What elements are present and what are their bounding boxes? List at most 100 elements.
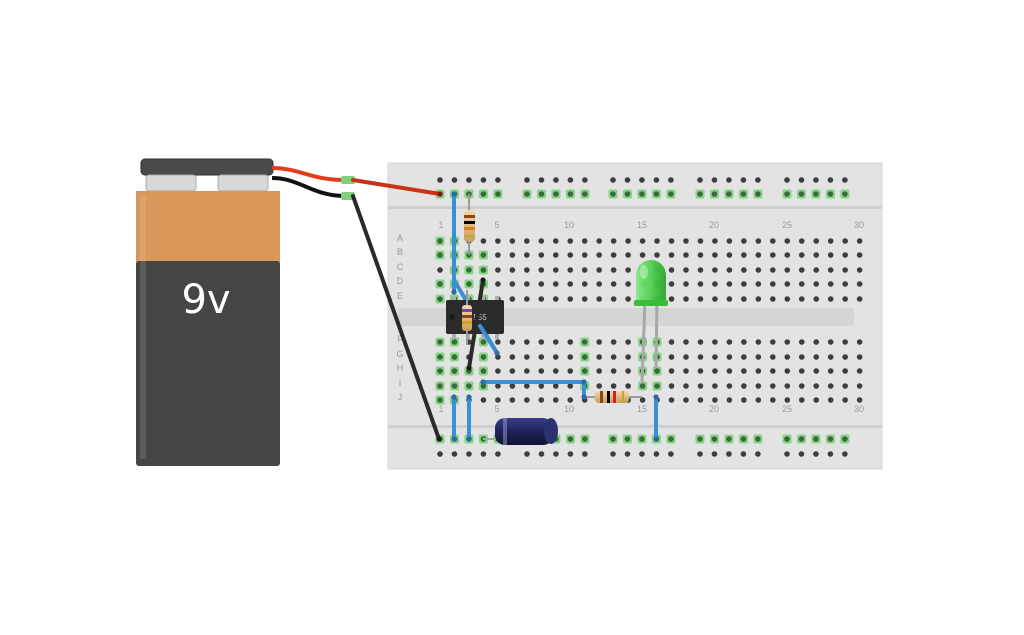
breadboard-hole[interactable]	[653, 191, 660, 197]
breadboard-hole[interactable]	[567, 368, 574, 374]
breadboard-hole[interactable]	[784, 252, 791, 258]
breadboard-hole[interactable]	[683, 252, 689, 258]
breadboard-hole[interactable]	[639, 436, 645, 442]
breadboard-hole[interactable]	[437, 267, 443, 273]
breadboard-hole[interactable]	[798, 267, 805, 273]
breadboard-hole[interactable]	[712, 339, 718, 345]
breadboard-hole[interactable]	[798, 339, 805, 345]
breadboard-hole[interactable]	[567, 451, 574, 457]
breadboard-hole[interactable]	[596, 368, 602, 374]
breadboard-hole[interactable]	[639, 383, 646, 389]
breadboard-hole[interactable]	[842, 252, 848, 258]
breadboard-hole[interactable]	[668, 339, 675, 345]
breadboard-hole[interactable]	[683, 354, 689, 360]
breadboard-hole[interactable]	[798, 436, 805, 442]
breadboard-hole[interactable]	[856, 296, 863, 302]
breadboard-hole[interactable]	[509, 267, 516, 273]
breadboard-hole[interactable]	[798, 296, 805, 302]
breadboard-hole[interactable]	[610, 238, 617, 244]
breadboard-hole[interactable]	[842, 238, 848, 244]
breadboard-hole[interactable]	[437, 383, 443, 389]
breadboard-hole[interactable]	[639, 397, 646, 403]
breadboard-hole[interactable]	[697, 339, 704, 345]
breadboard-hole[interactable]	[712, 267, 718, 273]
breadboard-hole[interactable]	[668, 296, 675, 302]
breadboard-hole[interactable]	[624, 451, 631, 457]
breadboard-hole[interactable]	[581, 281, 588, 287]
breadboard-hole[interactable]	[741, 238, 747, 244]
breadboard-hole[interactable]	[480, 354, 487, 360]
breadboard-hole[interactable]	[524, 191, 530, 197]
breadboard-hole[interactable]	[552, 397, 559, 403]
breadboard-hole[interactable]	[784, 177, 790, 183]
breadboard-hole[interactable]	[798, 252, 805, 258]
breadboard-hole[interactable]	[480, 383, 487, 389]
breadboard-hole[interactable]	[755, 436, 761, 442]
breadboard-hole[interactable]	[624, 177, 631, 183]
breadboard-hole[interactable]	[856, 267, 863, 273]
breadboard-hole[interactable]	[538, 354, 545, 360]
breadboard-hole[interactable]	[683, 397, 689, 403]
breadboard-hole[interactable]	[726, 252, 733, 258]
breadboard-hole[interactable]	[726, 354, 733, 360]
breadboard-hole[interactable]	[552, 383, 559, 389]
breadboard-hole[interactable]	[668, 238, 675, 244]
breadboard-hole[interactable]	[856, 252, 863, 258]
breadboard-hole[interactable]	[552, 252, 559, 258]
breadboard-hole[interactable]	[625, 238, 631, 244]
breadboard-hole[interactable]	[798, 383, 805, 389]
breadboard-hole[interactable]	[770, 281, 776, 287]
breadboard-hole[interactable]	[625, 252, 631, 258]
breadboard-hole[interactable]	[553, 177, 559, 183]
breadboard-hole[interactable]	[495, 451, 501, 457]
breadboard-hole[interactable]	[509, 252, 516, 258]
breadboard-hole[interactable]	[813, 397, 820, 403]
breadboard-hole[interactable]	[495, 383, 501, 389]
breadboard-hole[interactable]	[798, 281, 805, 287]
breadboard-hole[interactable]	[712, 281, 718, 287]
breadboard-hole[interactable]	[741, 354, 747, 360]
breadboard-hole[interactable]	[798, 354, 805, 360]
breadboard-hole[interactable]	[625, 354, 631, 360]
breadboard-hole[interactable]	[842, 383, 848, 389]
breadboard-hole[interactable]	[813, 191, 819, 197]
breadboard-hole[interactable]	[480, 339, 487, 345]
breadboard-hole[interactable]	[668, 368, 675, 374]
breadboard-hole[interactable]	[524, 177, 530, 183]
breadboard-hole[interactable]	[813, 252, 820, 258]
breadboard-hole[interactable]	[668, 191, 674, 197]
breadboard-hole[interactable]	[683, 267, 689, 273]
breadboard-hole[interactable]	[813, 238, 820, 244]
breadboard-hole[interactable]	[495, 339, 501, 345]
breadboard-hole[interactable]	[668, 267, 675, 273]
breadboard-hole[interactable]	[553, 191, 559, 197]
breadboard-hole[interactable]	[827, 354, 834, 360]
breadboard-hole[interactable]	[466, 281, 472, 287]
breadboard-hole[interactable]	[798, 191, 805, 197]
breadboard-hole[interactable]	[538, 368, 545, 374]
breadboard-hole[interactable]	[567, 296, 574, 302]
breadboard-hole[interactable]	[538, 238, 545, 244]
breadboard-hole[interactable]	[813, 267, 820, 273]
breadboard-hole[interactable]	[770, 397, 776, 403]
breadboard-hole[interactable]	[697, 252, 704, 258]
breadboard-hole[interactable]	[596, 281, 602, 287]
breadboard-hole[interactable]	[755, 451, 761, 457]
breadboard-hole[interactable]	[683, 296, 689, 302]
breadboard-hole[interactable]	[610, 436, 616, 442]
breadboard-hole[interactable]	[683, 368, 689, 374]
breadboard-hole[interactable]	[798, 397, 805, 403]
breadboard-hole[interactable]	[842, 436, 848, 442]
breadboard-hole[interactable]	[553, 451, 559, 457]
breadboard-hole[interactable]	[842, 339, 848, 345]
breadboard-hole[interactable]	[552, 339, 559, 345]
breadboard-hole[interactable]	[784, 354, 791, 360]
breadboard-hole[interactable]	[596, 383, 602, 389]
breadboard-hole[interactable]	[784, 436, 790, 442]
breadboard-hole[interactable]	[726, 397, 733, 403]
breadboard-hole[interactable]	[770, 296, 776, 302]
breadboard-hole[interactable]	[509, 339, 516, 345]
breadboard-hole[interactable]	[567, 397, 574, 403]
breadboard-hole[interactable]	[798, 368, 805, 374]
breadboard-hole[interactable]	[552, 368, 559, 374]
